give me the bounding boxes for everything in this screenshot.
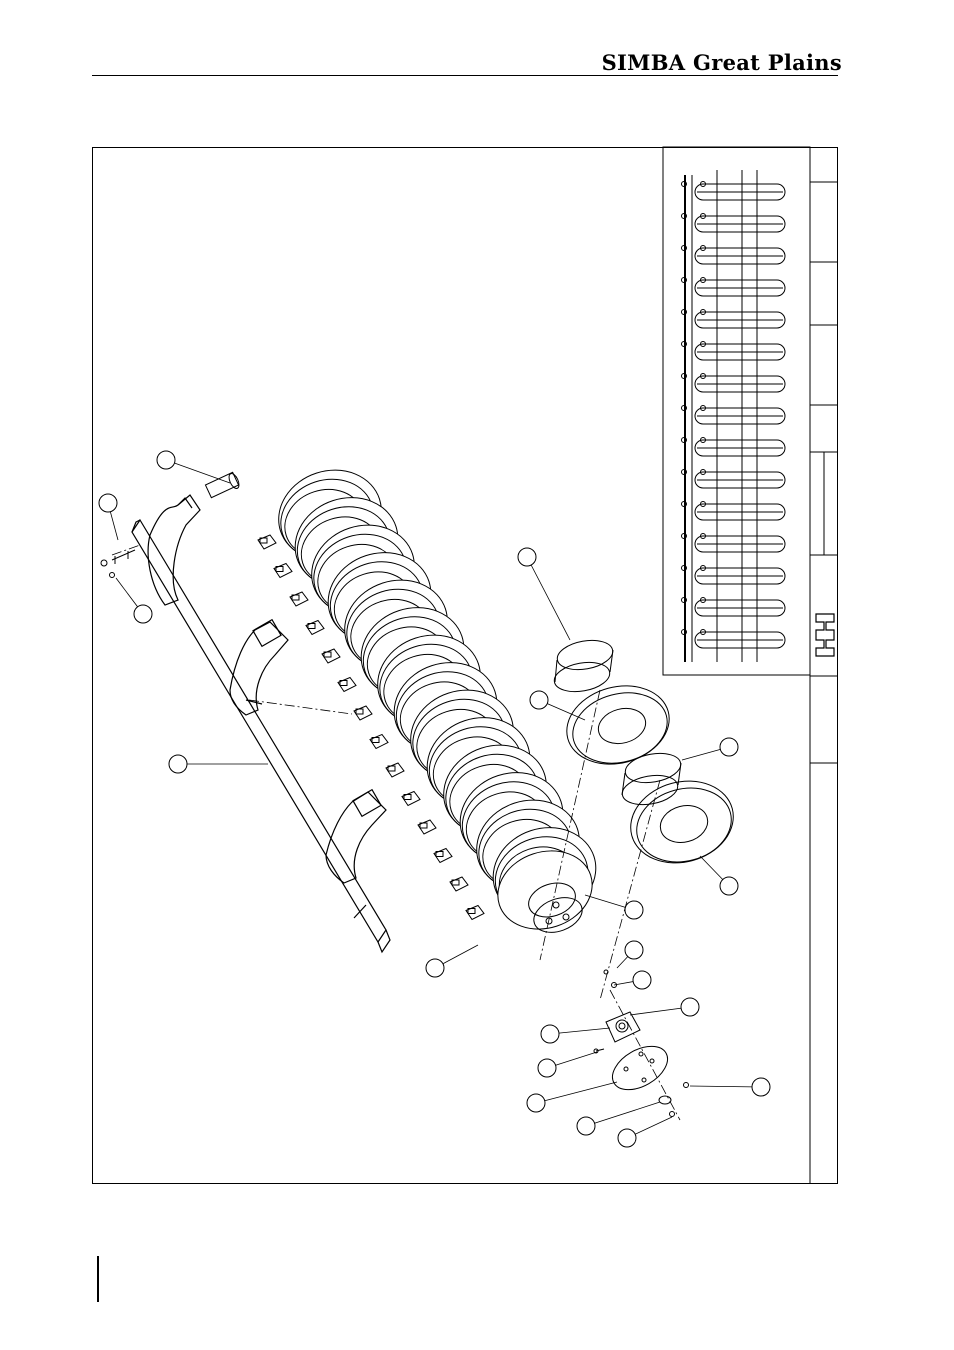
small-bits xyxy=(594,970,689,1117)
callout-balloon xyxy=(681,998,699,1016)
scraper-mount xyxy=(386,763,404,777)
inset-disc xyxy=(682,246,786,265)
inset-disc xyxy=(682,278,786,297)
scraper-mount xyxy=(450,877,468,891)
inset-disc xyxy=(682,182,786,201)
inset-disc xyxy=(682,342,786,361)
inset-overview xyxy=(663,147,810,675)
title-block-strip xyxy=(810,147,838,1184)
scraper-mount xyxy=(354,706,372,720)
callout-balloon xyxy=(169,755,187,773)
callout-balloon xyxy=(134,605,152,623)
callout-balloon xyxy=(577,1117,595,1135)
inset-disc xyxy=(682,438,786,457)
scraper-mount xyxy=(322,649,340,663)
scraper-mount xyxy=(434,849,452,863)
scraper-mount xyxy=(290,592,308,606)
leader-line xyxy=(166,460,230,483)
flange-plate xyxy=(605,1037,675,1098)
scraper-mount xyxy=(370,735,388,749)
leader-line xyxy=(690,1086,761,1087)
spacer-ring-2 xyxy=(620,749,683,808)
inset-disc xyxy=(682,566,786,585)
scraper-mount xyxy=(306,621,324,635)
scraper-mount xyxy=(466,906,484,920)
end-disc-1 xyxy=(558,675,678,775)
callout-balloon xyxy=(530,691,548,709)
callout-balloon xyxy=(99,494,117,512)
scraper-mount xyxy=(258,535,276,549)
inset-disc xyxy=(682,598,786,617)
bracket-middle xyxy=(230,620,288,715)
callout-balloon xyxy=(720,738,738,756)
leader-line xyxy=(536,1082,617,1103)
inset-disc xyxy=(682,214,786,233)
callout-balloon xyxy=(426,959,444,977)
scraper-mount xyxy=(402,792,420,806)
callout-balloon xyxy=(527,1094,545,1112)
end-disc-2 xyxy=(621,770,742,874)
callout-balloon xyxy=(752,1078,770,1096)
inset-disc xyxy=(682,630,786,649)
callout-balloon xyxy=(541,1025,559,1043)
callout-balloon xyxy=(618,1129,636,1147)
callout-balloon xyxy=(633,971,651,989)
page-margin-rule xyxy=(97,1256,99,1302)
bracket-left xyxy=(148,495,200,605)
leader-line xyxy=(527,557,570,640)
scraper-mount xyxy=(418,820,436,834)
inset-disc xyxy=(682,374,786,393)
callout-balloon xyxy=(518,548,536,566)
callout-balloon xyxy=(538,1059,556,1077)
callout-balloons xyxy=(99,451,770,1147)
callout-balloon xyxy=(625,901,643,919)
inset-disc xyxy=(682,310,786,329)
scraper-mount xyxy=(338,678,356,692)
inset-disc xyxy=(682,470,786,489)
hardware-left xyxy=(101,550,135,578)
bracket-right xyxy=(326,790,386,883)
callout-balloon xyxy=(625,941,643,959)
bearing-housing xyxy=(606,1012,640,1042)
inset-disc xyxy=(682,502,786,521)
spacer-ring xyxy=(552,636,615,695)
callout-balloon xyxy=(157,451,175,469)
inset-disc xyxy=(682,534,786,553)
callout-balloon xyxy=(720,877,738,895)
leader-line xyxy=(586,1102,660,1126)
inset-disc xyxy=(682,406,786,425)
scraper-mount xyxy=(274,564,292,578)
disc-stack xyxy=(267,457,608,941)
